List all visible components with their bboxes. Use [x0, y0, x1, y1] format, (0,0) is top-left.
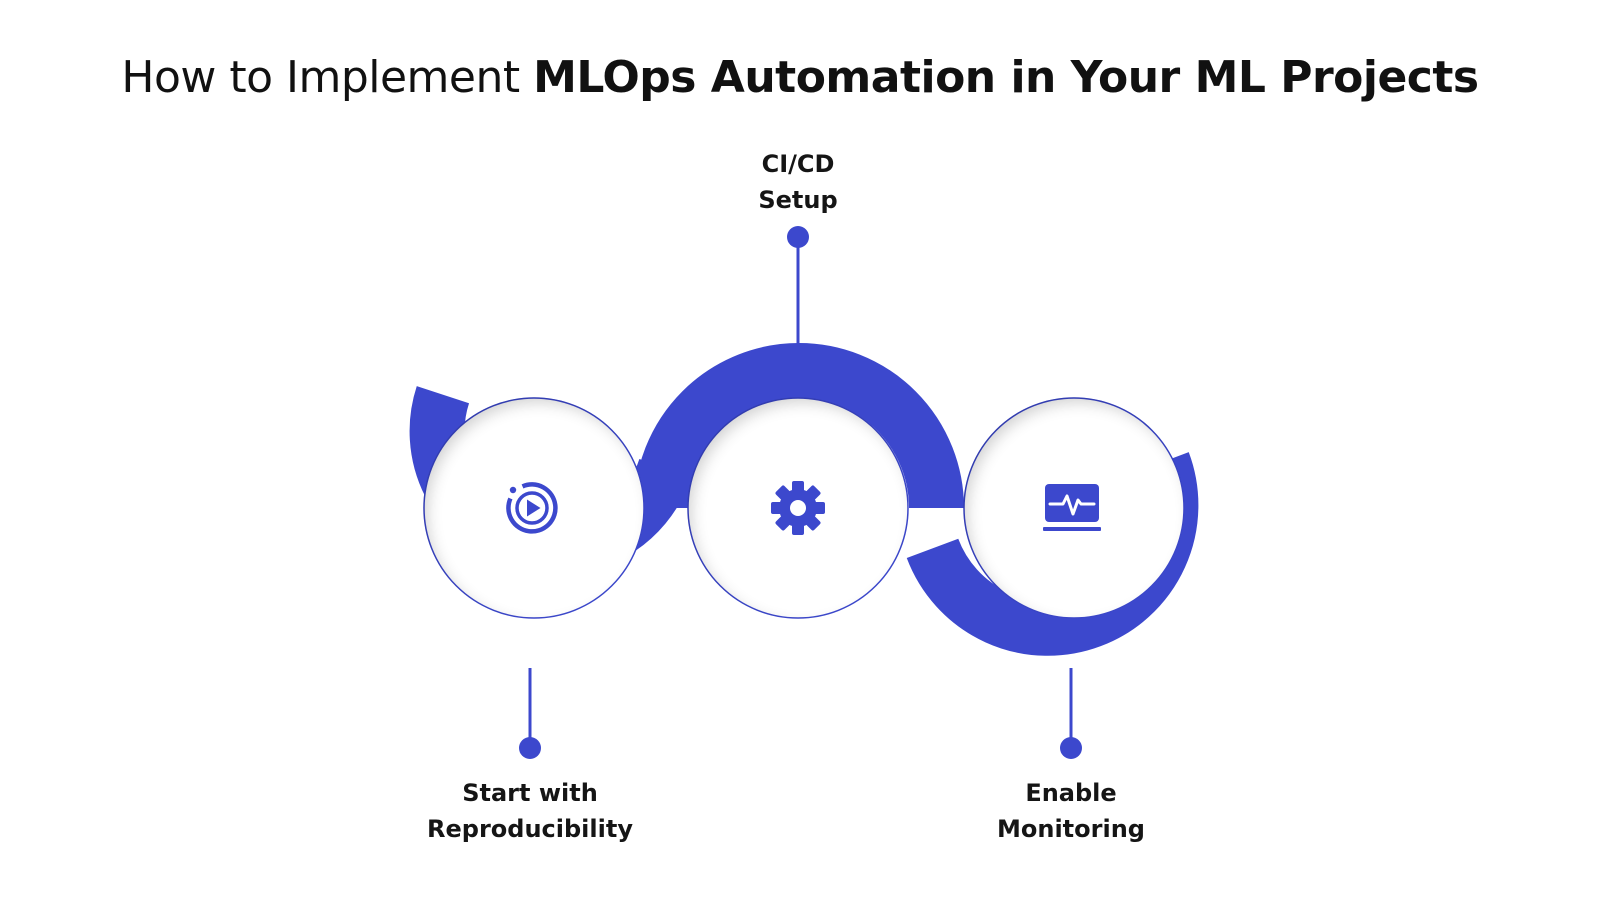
connector-dot-1 [519, 737, 541, 759]
step-label-line: Enable [1025, 779, 1117, 807]
title-prefix: How to Implement [121, 52, 534, 103]
monitor-pulse-icon [1043, 484, 1101, 531]
connector-dot-2 [787, 226, 809, 248]
page-title: How to Implement MLOps Automation in You… [0, 52, 1600, 103]
step-label-line: Start with [462, 779, 598, 807]
title-emphasis: MLOps Automation in Your ML Projects [533, 52, 1479, 103]
step-label-cicd: CI/CD Setup [683, 146, 913, 218]
step-label-line: Reproducibility [427, 815, 633, 843]
step-label-line: Setup [758, 186, 838, 214]
step-label-reproducibility: Start with Reproducibility [415, 775, 645, 847]
connector-dot-3 [1060, 737, 1082, 759]
step-label-line: Monitoring [997, 815, 1145, 843]
play-replay-icon [506, 482, 558, 534]
band-arc-center [634, 343, 964, 509]
gear-icon [771, 481, 825, 535]
step-label-line: CI/CD [761, 150, 835, 178]
step-label-monitoring: Enable Monitoring [956, 775, 1186, 847]
